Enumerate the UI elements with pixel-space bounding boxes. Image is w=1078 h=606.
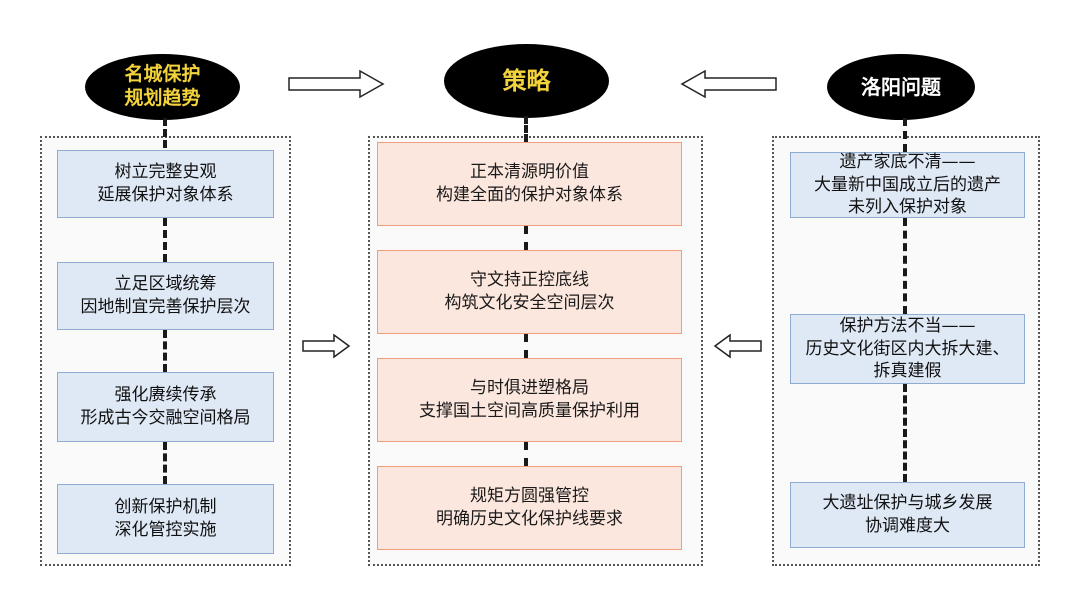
right-item: 遗产家底不清—— 大量新中国成立后的遗产 未列入保护对象 bbox=[790, 152, 1025, 218]
center-item-text: 与时俱进塑格局 支撑国土空间高质量保护利用 bbox=[419, 378, 640, 421]
center-item: 正本清源明价值 构建全面的保护对象体系 bbox=[377, 142, 682, 226]
center-connector bbox=[524, 442, 528, 466]
left-title: 名城保护 规划趋势 bbox=[124, 63, 201, 109]
center-item: 规矩方圆强管控 明确历史文化保护线要求 bbox=[377, 466, 682, 550]
center-item: 守文持正控底线 构筑文化安全空间层次 bbox=[377, 250, 682, 334]
right-item-text: 大遗址保护与城乡发展 协调难度大 bbox=[822, 493, 993, 536]
center-title: 策略 bbox=[502, 67, 551, 95]
center-item-text: 守文持正控底线 构筑文化安全空间层次 bbox=[444, 270, 615, 313]
left-title-ellipse: 名城保护 规划趋势 bbox=[85, 54, 240, 120]
middle-left-arrow bbox=[713, 333, 762, 359]
left-item-text: 树立完整史观 延展保护对象体系 bbox=[97, 162, 234, 205]
left-item-text: 创新保护机制 深化管控实施 bbox=[114, 497, 217, 540]
left-connector bbox=[163, 118, 167, 148]
left-connector bbox=[163, 218, 167, 262]
right-connector bbox=[903, 384, 907, 482]
center-connector bbox=[524, 116, 528, 142]
top-left-arrow bbox=[680, 69, 777, 99]
left-item: 立足区域统筹 因地制宜完善保护层次 bbox=[57, 262, 274, 330]
center-connector bbox=[524, 334, 528, 358]
middle-right-arrow bbox=[302, 333, 351, 359]
center-item-text: 规矩方圆强管控 明确历史文化保护线要求 bbox=[436, 486, 623, 529]
right-item: 保护方法不当—— 历史文化街区内大拆大建、 拆真建假 bbox=[790, 314, 1025, 384]
left-connector bbox=[163, 330, 167, 372]
top-right-arrow bbox=[288, 69, 385, 99]
left-item: 树立完整史观 延展保护对象体系 bbox=[57, 150, 274, 218]
right-title-ellipse: 洛阳问题 bbox=[827, 54, 975, 120]
center-item: 与时俱进塑格局 支撑国土空间高质量保护利用 bbox=[377, 358, 682, 442]
right-item-text: 保护方法不当—— 历史文化街区内大拆大建、 拆真建假 bbox=[805, 315, 1010, 382]
left-item-text: 立足区域统筹 因地制宜完善保护层次 bbox=[80, 274, 251, 317]
left-item-text: 强化赓续传承 形成古今交融空间格局 bbox=[80, 385, 251, 428]
center-item-text: 正本清源明价值 构建全面的保护对象体系 bbox=[436, 162, 623, 205]
right-item: 大遗址保护与城乡发展 协调难度大 bbox=[790, 482, 1025, 548]
center-title-ellipse: 策略 bbox=[444, 44, 609, 118]
right-title: 洛阳问题 bbox=[861, 74, 941, 99]
right-connector bbox=[903, 218, 907, 314]
center-connector bbox=[524, 226, 528, 250]
left-connector bbox=[163, 442, 167, 484]
right-item-text: 遗产家底不清—— 大量新中国成立后的遗产 未列入保护对象 bbox=[814, 151, 1001, 218]
left-item: 强化赓续传承 形成古今交融空间格局 bbox=[57, 372, 274, 442]
left-item: 创新保护机制 深化管控实施 bbox=[57, 484, 274, 554]
right-connector bbox=[903, 118, 907, 152]
